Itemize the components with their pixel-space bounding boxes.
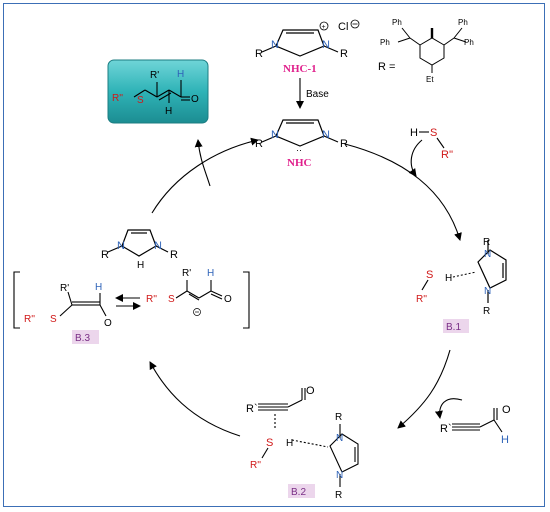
arrow-ynal-in (434, 398, 463, 419)
plus-sign: + (322, 24, 326, 31)
b3-brackets (13, 271, 250, 329)
nhc-r-left: R (255, 138, 263, 150)
b2-r-bottom: R (335, 490, 342, 501)
arrow-b1-to-b2 (397, 349, 451, 429)
b1-label: B.1 (446, 322, 461, 333)
b3-a-h: H (95, 282, 102, 293)
arrow-b2-to-b3 (149, 361, 241, 437)
b2-r-top: R (335, 412, 342, 423)
product-box (107, 59, 209, 124)
b1-r-top: R (483, 237, 490, 248)
et-label: Et (426, 75, 434, 84)
nhc1-structure (261, 29, 339, 57)
ph-label-3: Ph (458, 18, 468, 27)
b3-enolate-structure (175, 280, 223, 301)
b2-label: B.2 (291, 487, 306, 498)
b1-label-bg (443, 319, 469, 333)
ynal-structure (452, 408, 503, 433)
b3-a-s: S (50, 314, 57, 325)
b2-structure (258, 388, 359, 487)
ynal-o: O (502, 404, 511, 416)
nhc-structure (261, 119, 339, 147)
b1-n-bottom: N (484, 286, 491, 297)
nhc1-label: NHC-1 (283, 63, 317, 75)
b1-n-top: N (484, 249, 491, 260)
b1-r-bottom: R (483, 306, 490, 317)
b2-label-bg (288, 484, 315, 498)
b3-label-bg (72, 330, 99, 344)
b1-r-double: R'' (416, 294, 427, 305)
nhc1-r-right: R (340, 48, 348, 60)
carbanion-charge-icon (193, 308, 201, 316)
b1-h: H (445, 273, 452, 284)
product-h-alkene: H (165, 106, 172, 117)
b3-e-r-double: R'' (146, 294, 157, 305)
product-structure (133, 80, 190, 103)
ph-label-1: Ph (392, 18, 402, 27)
imidazolium-structure (107, 229, 169, 257)
b2-n-top: N (336, 433, 343, 444)
arrow-thiol-in (408, 139, 423, 177)
ynal-r: R` (440, 423, 452, 435)
minus-charge-icon (350, 19, 360, 29)
imid-n-left: N (117, 240, 125, 252)
imid-n-right: N (154, 240, 162, 252)
plus-charge-icon (319, 21, 329, 31)
nhc-n-left: N (271, 129, 279, 141)
ph-label-4: Ph (464, 38, 474, 47)
b1-structure (421, 240, 507, 303)
imid-r-left: R (101, 249, 109, 261)
b2-o: O (306, 385, 315, 397)
resonance-arrows (115, 294, 141, 310)
product-r-prime: R' (150, 70, 159, 81)
aryl-substituent-structure (397, 27, 467, 73)
product-o: O (191, 94, 199, 105)
b2-r-tick: R` (246, 403, 258, 415)
thiol-h: H (410, 127, 418, 139)
nhc-r-right: R (340, 138, 348, 150)
r-definition-label: R = (378, 61, 395, 73)
b2-s: S (266, 437, 273, 449)
nhc1-r-left: R (255, 48, 263, 60)
imid-h: H (137, 260, 144, 271)
thiol-s: S (430, 127, 437, 139)
nhc-n-right: N (322, 129, 330, 141)
imid-r-right: R (170, 249, 178, 261)
diagram-frame (3, 3, 545, 507)
b3-e-h: H (207, 268, 214, 279)
nhc1-n-left: N (271, 39, 279, 51)
product-r-double-prime: R'' (112, 93, 123, 104)
b3-e-s: S (168, 294, 175, 305)
product-s: S (137, 95, 144, 106)
base-label: Base (306, 89, 329, 100)
b3-a-o: O (104, 318, 112, 329)
b3-a-r-double: R'' (24, 314, 35, 325)
arrow-nhc-to-b1 (344, 143, 462, 241)
arrow-to-product (194, 139, 211, 187)
b3-a-r-prime: R' (60, 283, 69, 294)
b2-h: H (286, 438, 293, 449)
b3-e-o: O (224, 294, 232, 305)
product-h-aldehyde: H (177, 69, 184, 80)
b1-s: S (426, 269, 433, 281)
cycle-arrows (149, 78, 463, 437)
b3-allenolate-structure (59, 291, 107, 317)
counterion-cl: Cl (338, 21, 348, 33)
nhc1-n-right: N (322, 39, 330, 51)
ph-label-2: Ph (380, 38, 390, 47)
ynal-h: H (501, 434, 509, 446)
arrow-b3-to-nhc (151, 137, 259, 214)
nhc-label: NHC (287, 157, 312, 169)
b3-label: B.3 (75, 333, 90, 344)
thiol-r: R'' (441, 149, 453, 161)
carbene-lone-pair: ·· (296, 145, 302, 155)
b3-e-r-prime: R' (182, 268, 191, 279)
b2-n-bottom: N (336, 470, 343, 481)
b2-r-double: R'' (250, 460, 261, 471)
